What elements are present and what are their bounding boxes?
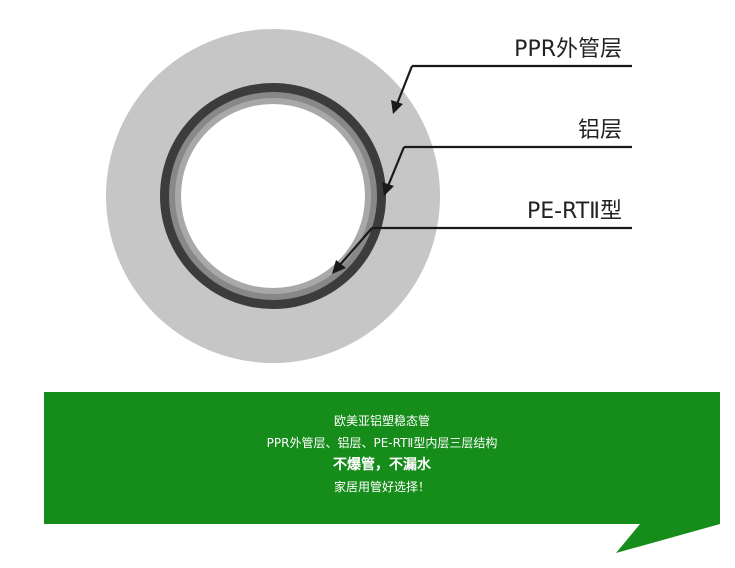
banner-text-block: 欧美亚铝塑稳态管 PPR外管层、铝层、PE-RTⅡ型内层三层结构 不爆管，不漏水… [44, 410, 720, 498]
banner-line-tagline: 家居用管好选择！ [333, 480, 430, 494]
pipe-cross-section-diagram: PPR外管层 铝层 PE-RTⅡ型 [106, 29, 632, 363]
label-pe-rt-layer: PE-RTⅡ型 [527, 199, 622, 224]
banner-line-product: 欧美亚铝塑稳态管 [333, 414, 430, 428]
arrowhead-aluminum [382, 182, 394, 196]
leader-pe-rt [338, 226, 632, 267]
banner-pointer-tail [616, 502, 720, 553]
arrowhead-ppr-outer [391, 100, 403, 114]
label-ppr-outer-layer: PPR外管层 [514, 37, 622, 62]
leader-aluminum [386, 145, 632, 187]
label-aluminum-layer: 铝层 [578, 118, 622, 143]
arrowhead-pe-rt [332, 260, 346, 274]
banner-line-structure: PPR外管层、铝层、PE-RTⅡ型内层三层结构 [266, 436, 498, 450]
promo-banner: 欧美亚铝塑稳态管 PPR外管层、铝层、PE-RTⅡ型内层三层结构 不爆管，不漏水… [0, 390, 735, 568]
pipe-bore [181, 104, 365, 288]
banner-background [44, 392, 720, 553]
banner-line-slogan: 不爆管，不漏水 [333, 457, 431, 473]
leader-ppr-outer [395, 64, 632, 105]
banner-box [44, 392, 720, 524]
